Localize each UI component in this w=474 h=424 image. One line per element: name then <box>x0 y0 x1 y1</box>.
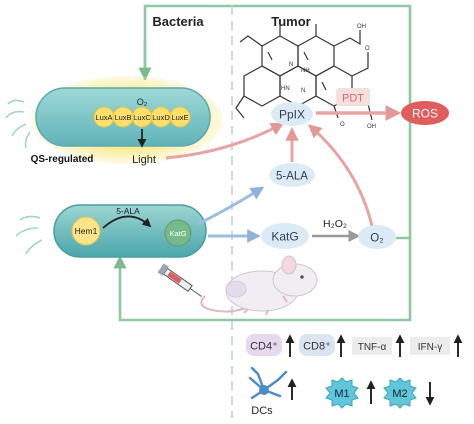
bacterium-katg-label: KatG <box>169 229 186 238</box>
svg-text:N: N <box>301 88 305 94</box>
hem1-label: Hem1 <box>75 226 98 236</box>
flagella-bottom <box>15 215 43 255</box>
pdt-badge <box>336 88 370 106</box>
svg-text:O: O <box>365 46 370 52</box>
dcs-label: DCs <box>251 405 273 417</box>
svg-text:OH: OH <box>367 124 376 130</box>
h2o2-label: H₂O₂ <box>323 218 347 230</box>
immune-response-panel: CD4⁺ CD8⁺ TNF-α IFN-γ DCs M1 M2 <box>246 334 463 417</box>
lux-operon: LuxA LuxB LuxC LuxD LuxE <box>93 106 191 128</box>
qs-regulated-label: QS-regulated <box>31 154 94 165</box>
feedback-loop <box>113 4 412 322</box>
pdt-label: PDT <box>342 93 364 105</box>
loop-bottom-line <box>113 238 412 322</box>
svg-text:OH: OH <box>357 24 366 30</box>
ros-node <box>401 101 449 125</box>
mouse-eye <box>300 275 304 279</box>
light-label: Light <box>132 154 156 166</box>
ifn-badge <box>410 337 450 355</box>
ros-label: ROS <box>412 107 438 121</box>
cd8-label: CD8⁺ <box>303 341 331 353</box>
svg-text:O: O <box>340 122 345 128</box>
ppix-node <box>271 102 313 126</box>
ppix-label: PpIX <box>279 108 305 122</box>
o2-label: O₂ <box>370 233 383 245</box>
m2-label: M2 <box>392 388 407 400</box>
o2-to-ppix-arrow <box>307 124 374 227</box>
katg-label: KatG <box>271 230 298 244</box>
lux-gene-e: LuxE <box>171 113 188 122</box>
tnf-badge <box>352 337 392 355</box>
mouse-ear <box>281 255 297 275</box>
bacterium-o2-label: O₂ <box>137 97 148 107</box>
m1-label: M1 <box>334 388 349 400</box>
ifn-label: IFN-γ <box>418 342 442 353</box>
katg-node <box>261 223 309 249</box>
ala-node <box>269 163 315 187</box>
ala-export-arrow <box>197 186 265 226</box>
hem1-to-ala-arrow <box>102 215 152 229</box>
ala-label: 5-ALA <box>276 171 308 183</box>
lux-gene-b: LuxB <box>114 113 131 122</box>
mouse-illustration <box>200 255 318 316</box>
bacterium-ala-label: 5-ALA <box>116 206 140 216</box>
lux-gene-a: LuxA <box>95 113 112 122</box>
cd4-badge <box>246 334 282 356</box>
svg-text:N: N <box>289 62 293 68</box>
hem1-enzyme <box>71 216 101 246</box>
svg-text:HN: HN <box>281 86 290 92</box>
o2-node <box>358 225 396 249</box>
lux-gene-d: LuxD <box>152 113 170 122</box>
tnf-label: TNF-α <box>358 342 387 353</box>
katg-enzyme <box>164 219 192 247</box>
cd4-label: CD4⁺ <box>250 341 278 353</box>
m1-macrophage-icon <box>325 377 359 409</box>
cd8-badge <box>299 334 335 356</box>
mouse-feet <box>243 295 288 316</box>
light-to-ppix-arrow <box>165 122 285 160</box>
flagella-top <box>5 99 31 149</box>
svg-text:NH: NH <box>301 68 310 74</box>
bacteria-header: Bacteria <box>152 14 204 29</box>
dc-cell-icon <box>248 366 288 400</box>
syringe-icon <box>157 263 202 297</box>
engineered-bacterium: Hem1 5-ALA KatG <box>15 204 207 258</box>
m2-macrophage-icon <box>383 377 417 409</box>
qs-bacterium: LuxA LuxB LuxC LuxD LuxE O₂ <box>5 76 223 164</box>
mouse-tail <box>200 295 247 313</box>
tumor-header: Tumor <box>271 14 310 29</box>
tumor-site <box>225 280 247 298</box>
loop-top-line <box>143 4 412 240</box>
lux-gene-c: LuxC <box>133 113 151 122</box>
